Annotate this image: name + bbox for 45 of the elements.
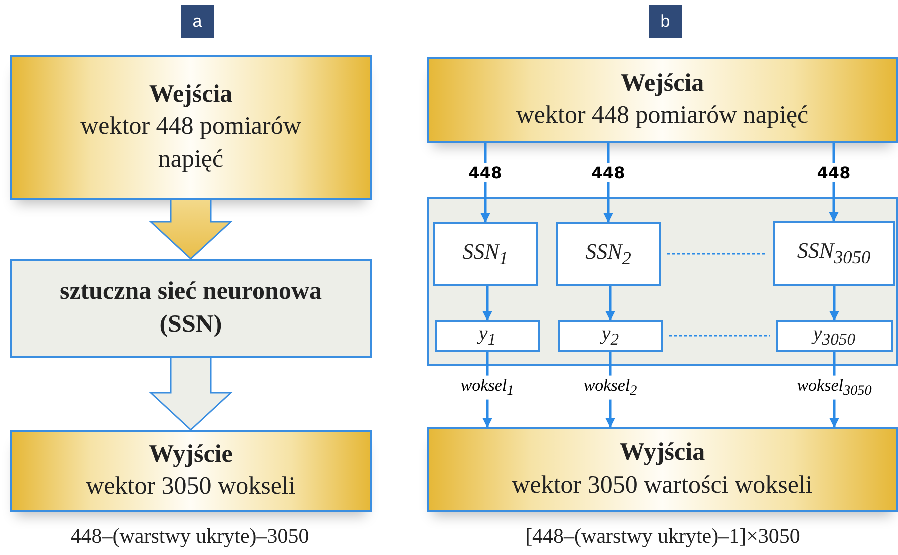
arrow — [606, 286, 616, 321]
box-heading: Wejścia — [620, 68, 704, 98]
box-heading: Wyjście — [149, 440, 233, 470]
panel-letter: a — [192, 12, 202, 32]
edge-label: woksel$_{2}$ — [582, 376, 640, 400]
panel-caption: 448–(warstwy ukryte)–3050 — [70, 524, 310, 549]
box-heading: sztuczna sieć neuronowa (SSN) — [58, 277, 324, 340]
edge-label: woksel$_{3050}$ — [795, 376, 874, 400]
edge-label: 448 — [815, 164, 853, 182]
panel-letter: b — [660, 12, 670, 32]
model-box — [556, 222, 661, 286]
panel-caption: [448–(warstwy ukryte)–1]×3050 — [526, 524, 800, 549]
dotted-connector — [667, 253, 767, 255]
model-box — [558, 320, 663, 352]
model-label: SSN$_{1}$ — [462, 238, 508, 270]
panel-badge — [649, 5, 682, 38]
io-box — [427, 427, 898, 512]
box-heading: Wyjścia — [620, 438, 706, 468]
box-heading: Wejścia — [149, 80, 233, 110]
model-label: SSN$_{3050}$ — [797, 238, 871, 269]
block-arrow — [149, 199, 233, 260]
box-description: wektor 3050 wokseli — [86, 472, 296, 502]
box-description: wektor 448 pomiarów napięć — [80, 112, 302, 175]
arrow — [482, 286, 492, 321]
edge-label: 448 — [466, 164, 504, 182]
panel-badge — [181, 5, 214, 38]
network-box — [10, 259, 372, 358]
model-box — [773, 221, 895, 286]
io-box — [10, 430, 372, 512]
arrow — [830, 286, 840, 321]
output-label: y$_{1}$ — [478, 322, 496, 350]
group-panel — [427, 197, 898, 366]
model-box — [433, 222, 538, 286]
model-box — [435, 320, 540, 352]
box-description: wektor 448 pomiarów napięć — [516, 101, 809, 131]
dotted-connector — [669, 335, 770, 337]
box-description: wektor 3050 wartości wokseli — [512, 470, 813, 500]
io-box — [427, 57, 898, 143]
output-label: y$_{2}$ — [602, 322, 620, 350]
io-box — [10, 55, 372, 200]
edge-label: 448 — [590, 164, 628, 182]
block-arrow — [149, 357, 233, 432]
model-label: SSN$_{2}$ — [586, 238, 632, 270]
output-label: y$_{3050}$ — [813, 322, 856, 350]
model-box — [776, 320, 893, 352]
